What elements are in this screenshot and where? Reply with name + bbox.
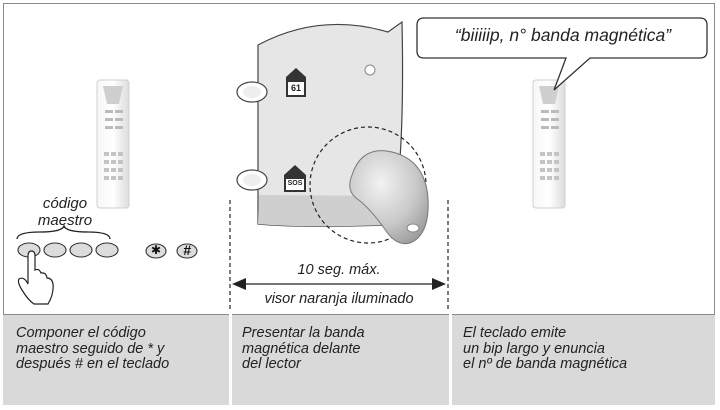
- lit-display-label: visor naranja iluminado: [264, 291, 414, 307]
- home-icon-label: 61: [290, 83, 301, 93]
- hash-key: [176, 243, 198, 259]
- code-label: código maestro: [37, 195, 93, 229]
- caption-band: [3, 314, 715, 405]
- keypad-device-left: [96, 79, 130, 209]
- star-key: [145, 243, 167, 259]
- code-brace: [16, 223, 111, 240]
- caption-divider-1: [229, 314, 232, 405]
- caption-divider-2: [449, 314, 452, 405]
- time-limit-label: 10 seg. máx.: [297, 262, 381, 278]
- magnetic-tag-icon: [349, 150, 429, 245]
- caption-step-2: Presentar la banda magnética delante del…: [242, 325, 365, 372]
- caption-step-1: Componer el código maestro seguido de * …: [16, 325, 170, 372]
- code-key-3: [69, 242, 93, 258]
- star-key-label: ✱: [150, 243, 162, 257]
- sos-home-icon: [284, 165, 306, 192]
- keypad-device-right: [532, 79, 566, 209]
- time-arrow: [232, 278, 446, 290]
- code-key-4: [95, 242, 119, 258]
- hash-key-label: #: [183, 242, 191, 258]
- code-key-2: [43, 242, 67, 258]
- pointing-hand-icon: [17, 250, 54, 305]
- speech-bubble-text: “biiiiip, n° banda magnética”: [454, 25, 672, 45]
- caption-step-3: El teclado emite un bip largo y enuncia …: [463, 325, 628, 372]
- speech-bubble: [416, 17, 708, 91]
- sos-icon-label: SOS: [287, 180, 303, 187]
- home-icon: [286, 68, 306, 97]
